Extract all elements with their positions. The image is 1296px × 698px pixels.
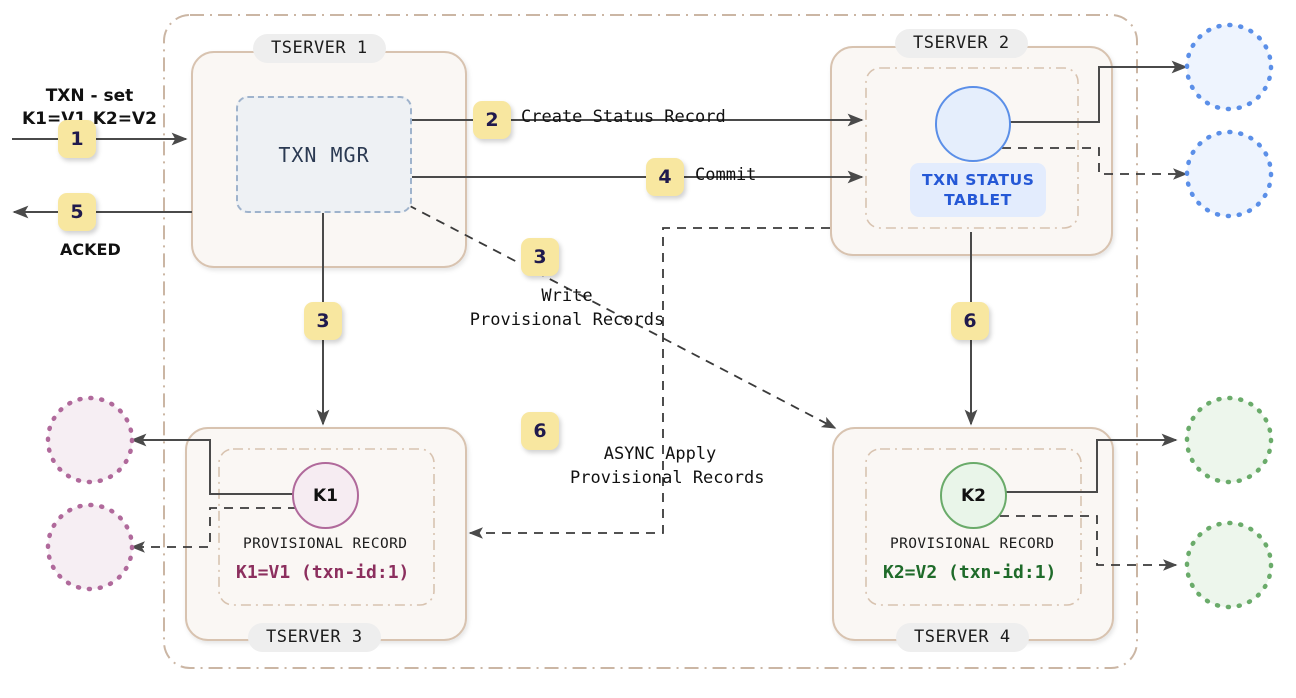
tserver-3-label: TSERVER 3 [248, 623, 381, 652]
replica-circle-pink-1 [45, 395, 135, 485]
replica-circle-blue-1 [1184, 22, 1274, 112]
edge-label-async-apply: ASYNC Apply Provisional Records [570, 444, 765, 488]
provisional-record-title-k2: PROVISIONAL RECORD [890, 536, 1055, 552]
tserver-4-box [832, 427, 1114, 641]
replica-circle-green-1 [1184, 395, 1274, 485]
txn-mgr-box[interactable]: TXN MGR [236, 96, 412, 213]
step-badge-6-label[interactable]: 6 [521, 412, 559, 450]
client-request-label: TXN - set K1=V1,K2=V2 [22, 85, 157, 129]
step-badge-1[interactable]: 1 [58, 120, 96, 158]
replica-circle-green-2 [1184, 520, 1274, 610]
replica-circle-blue-2 [1184, 129, 1274, 219]
txn-status-leader-circle[interactable] [935, 86, 1011, 162]
provisional-record-title-k1: PROVISIONAL RECORD [243, 536, 408, 552]
step-badge-3-label[interactable]: 3 [521, 238, 559, 276]
edge-tserver4-replica-solid [1000, 433, 1178, 493]
edge-tserver2-replica-solid [1002, 60, 1188, 123]
step-badge-6-vertical[interactable]: 6 [951, 302, 989, 340]
txn-status-tablet-chip[interactable]: TXN STATUS TABLET [910, 163, 1046, 218]
tserver-2-label: TSERVER 2 [895, 29, 1028, 58]
edge-tserver3-replica-solid [130, 433, 297, 495]
key-circle-k1-label: K1 [312, 485, 338, 506]
txn-status-tablet-label: TXN STATUS TABLET [922, 171, 1035, 210]
tserver-4-label: TSERVER 4 [896, 623, 1029, 652]
tserver-3-box [185, 427, 467, 641]
step-badge-2[interactable]: 2 [473, 101, 511, 139]
txn-mgr-label: TXN MGR [278, 142, 370, 167]
key-circle-k2[interactable]: K2 [940, 462, 1007, 529]
acked-label: ACKED [60, 240, 121, 259]
edge-label-create-status-record: Create Status Record [521, 107, 726, 127]
key-circle-k2-label: K2 [960, 485, 986, 506]
key-circle-k1[interactable]: K1 [292, 462, 359, 529]
step-badge-5[interactable]: 5 [58, 193, 96, 231]
step-badge-4[interactable]: 4 [646, 158, 684, 196]
provisional-record-value-k1: K1=V1 (txn-id:1) [236, 562, 410, 583]
replica-circle-pink-2 [45, 502, 135, 592]
step-badge-3-vertical[interactable]: 3 [304, 302, 342, 340]
tserver-1-label: TSERVER 1 [253, 34, 386, 63]
provisional-record-value-k2: K2=V2 (txn-id:1) [883, 562, 1057, 583]
edge-label-write-provisional: Write Provisional Records [469, 286, 665, 330]
edge-label-commit: Commit [695, 165, 757, 185]
